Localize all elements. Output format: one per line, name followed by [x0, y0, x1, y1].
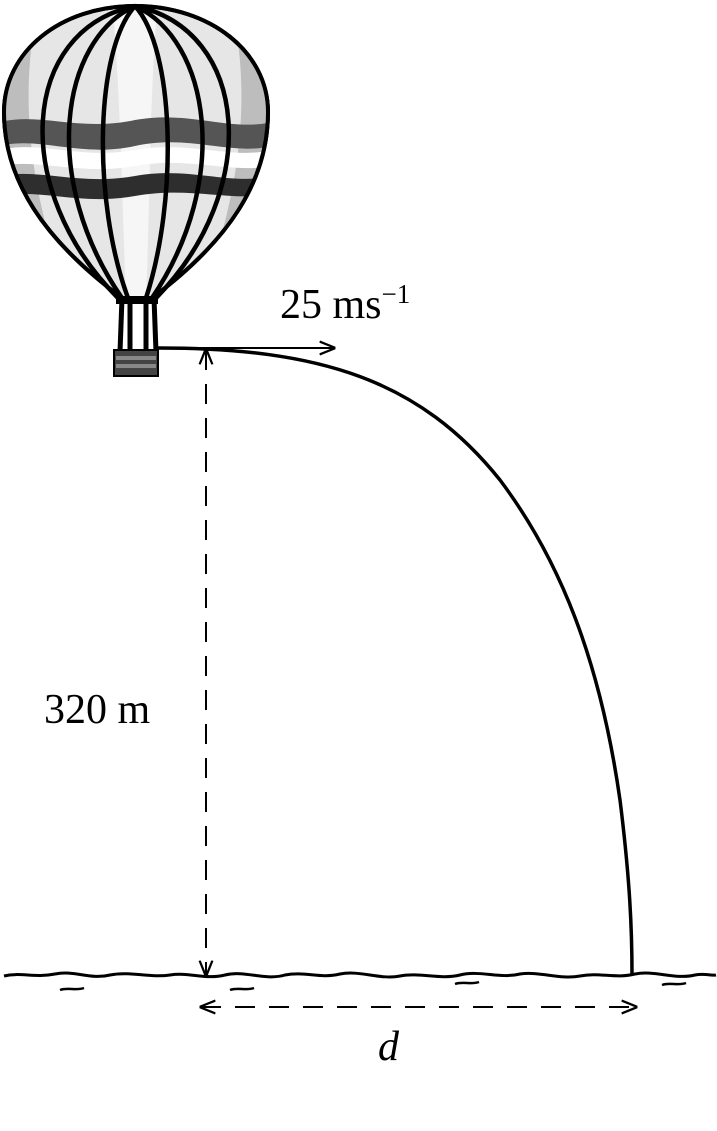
balloon-basket: [113, 349, 159, 377]
hot-air-balloon-icon: [1, 3, 271, 377]
velocity-label: 25 ms−1: [280, 279, 410, 328]
balloon-band-lower: [4, 173, 268, 200]
height-label: 320 m: [44, 687, 151, 733]
trajectory-path: [157, 346, 634, 976]
ground-line: [3, 971, 717, 979]
distance-label: d: [378, 1024, 400, 1070]
